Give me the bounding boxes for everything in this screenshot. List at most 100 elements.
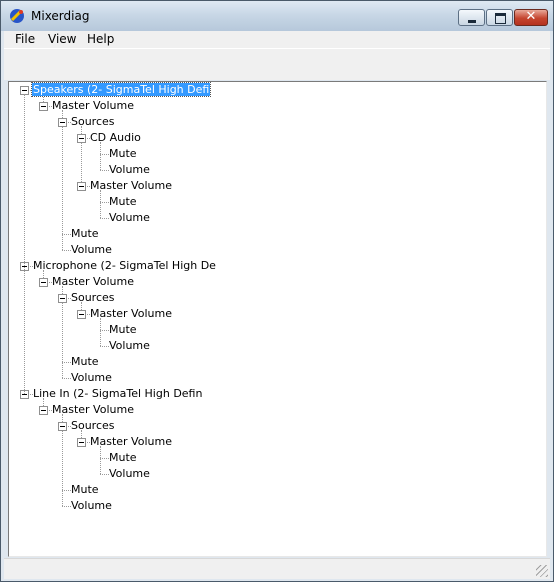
collapse-box-icon[interactable] [77,310,86,319]
tree-connector [81,126,82,186]
menu-bar: File View Help [4,31,550,48]
collapse-box-icon[interactable] [58,422,67,431]
tree-node-label: Master Volume [52,275,134,288]
toolbar [4,48,550,80]
tree-connector [100,190,101,218]
tree-connector [100,446,101,474]
tree-node-label: Volume [109,163,150,176]
resize-grip-icon[interactable] [536,565,548,577]
tree-node[interactable]: Volume [70,498,113,514]
tree-connector [62,506,71,507]
tree-node[interactable]: Mute [70,226,100,242]
tree-connector [62,286,63,378]
menu-help[interactable]: Help [87,32,115,46]
tree-node-label: Mute [109,323,137,336]
tree-node-label: Sources [71,419,115,432]
tree-node[interactable]: Master Volume [51,274,135,290]
tree-node[interactable]: Mute [70,482,100,498]
tree-connector [100,154,109,155]
tree-connector [100,202,109,203]
tree-node[interactable]: Volume [108,162,151,178]
tree-node[interactable]: Mute [108,194,138,210]
tree-node-label: Master Volume [90,307,172,320]
tree-connector [62,378,71,379]
tree-connector [100,318,101,346]
tree-node[interactable]: Sources [70,418,116,434]
tree-node-label: Master Volume [52,403,134,416]
tree-connector [62,362,71,363]
tree-node-label: Mute [109,451,137,464]
tree-node-label: Volume [71,371,112,384]
tree-connector [81,302,82,314]
collapse-box-icon[interactable] [77,438,86,447]
collapse-box-icon[interactable] [77,182,86,191]
tree-node-label: Microphone (2- SigmaTel High De [33,259,216,272]
tree-node[interactable]: Mute [108,322,138,338]
tree-node[interactable]: Master Volume [89,306,173,322]
menu-file[interactable]: File [15,32,36,46]
tree-connector [62,414,63,506]
mixer-app-icon [10,9,24,23]
tree-connector [62,250,71,251]
menu-view[interactable]: View [48,32,77,46]
tree-node-label: Master Volume [52,99,134,112]
tree-node-label: Mute [109,147,137,160]
tree-node-label: Mute [71,227,99,240]
tree-connector [62,234,71,235]
status-bar [4,558,550,579]
tree-node[interactable]: Microphone (2- SigmaTel High De [32,258,217,274]
collapse-box-icon[interactable] [39,406,48,415]
window-title: Mixerdiag [31,9,90,23]
tree-node[interactable]: Master Volume [89,434,173,450]
tree-connector [100,330,109,331]
tree-node[interactable]: Master Volume [89,178,173,194]
collapse-box-icon[interactable] [39,278,48,287]
collapse-box-icon[interactable] [58,118,67,127]
collapse-box-icon[interactable] [58,294,67,303]
maximize-button[interactable] [486,9,513,26]
tree-node-label: Mute [71,355,99,368]
tree-connector [43,398,44,410]
tree-connector [100,474,109,475]
tree-node-label: Sources [71,291,115,304]
tree-node-label: Line In (2- SigmaTel High Defin [33,387,203,400]
tree-connector [100,346,109,347]
minimize-button[interactable] [458,9,485,26]
tree-node-label: Volume [109,339,150,352]
tree-node-label: Master Volume [90,435,172,448]
tree-node[interactable]: Volume [70,370,113,386]
tree-connector [62,110,63,250]
tree-node[interactable]: Master Volume [51,402,135,418]
tree-node[interactable]: Volume [108,338,151,354]
tree-node-label: CD Audio [90,131,141,144]
tree-node-label: Sources [71,115,115,128]
tree-connector [100,458,109,459]
tree-connector [43,94,44,106]
maximize-icon [495,13,506,24]
tree-node-label: Volume [71,499,112,512]
tree-node[interactable]: Sources [70,114,116,130]
title-bar[interactable]: Mixerdiag ✕ [1,1,553,31]
tree-node[interactable]: Volume [70,242,113,258]
tree-connector [81,430,82,442]
tree-node[interactable]: Volume [108,466,151,482]
tree-node[interactable]: Speakers (2- SigmaTel High Defi [30,82,212,98]
collapse-box-icon[interactable] [39,102,48,111]
tree-node[interactable]: Line In (2- SigmaTel High Defin [32,386,203,402]
tree-connector [43,270,44,282]
tree-node[interactable]: Master Volume [51,98,135,114]
tree-node[interactable]: Volume [108,210,151,226]
tree-connector [100,218,109,219]
tree-node[interactable]: Mute [108,146,138,162]
close-button[interactable]: ✕ [514,9,548,26]
tree-node[interactable]: CD Audio [89,130,142,146]
tree-node-label: Volume [109,211,150,224]
tree-node[interactable]: Sources [70,290,116,306]
collapse-box-icon[interactable] [77,134,86,143]
tree-connector [24,94,25,394]
tree-node-label: Volume [71,243,112,256]
tree-node[interactable]: Mute [70,354,100,370]
tree-node[interactable]: Mute [108,450,138,466]
